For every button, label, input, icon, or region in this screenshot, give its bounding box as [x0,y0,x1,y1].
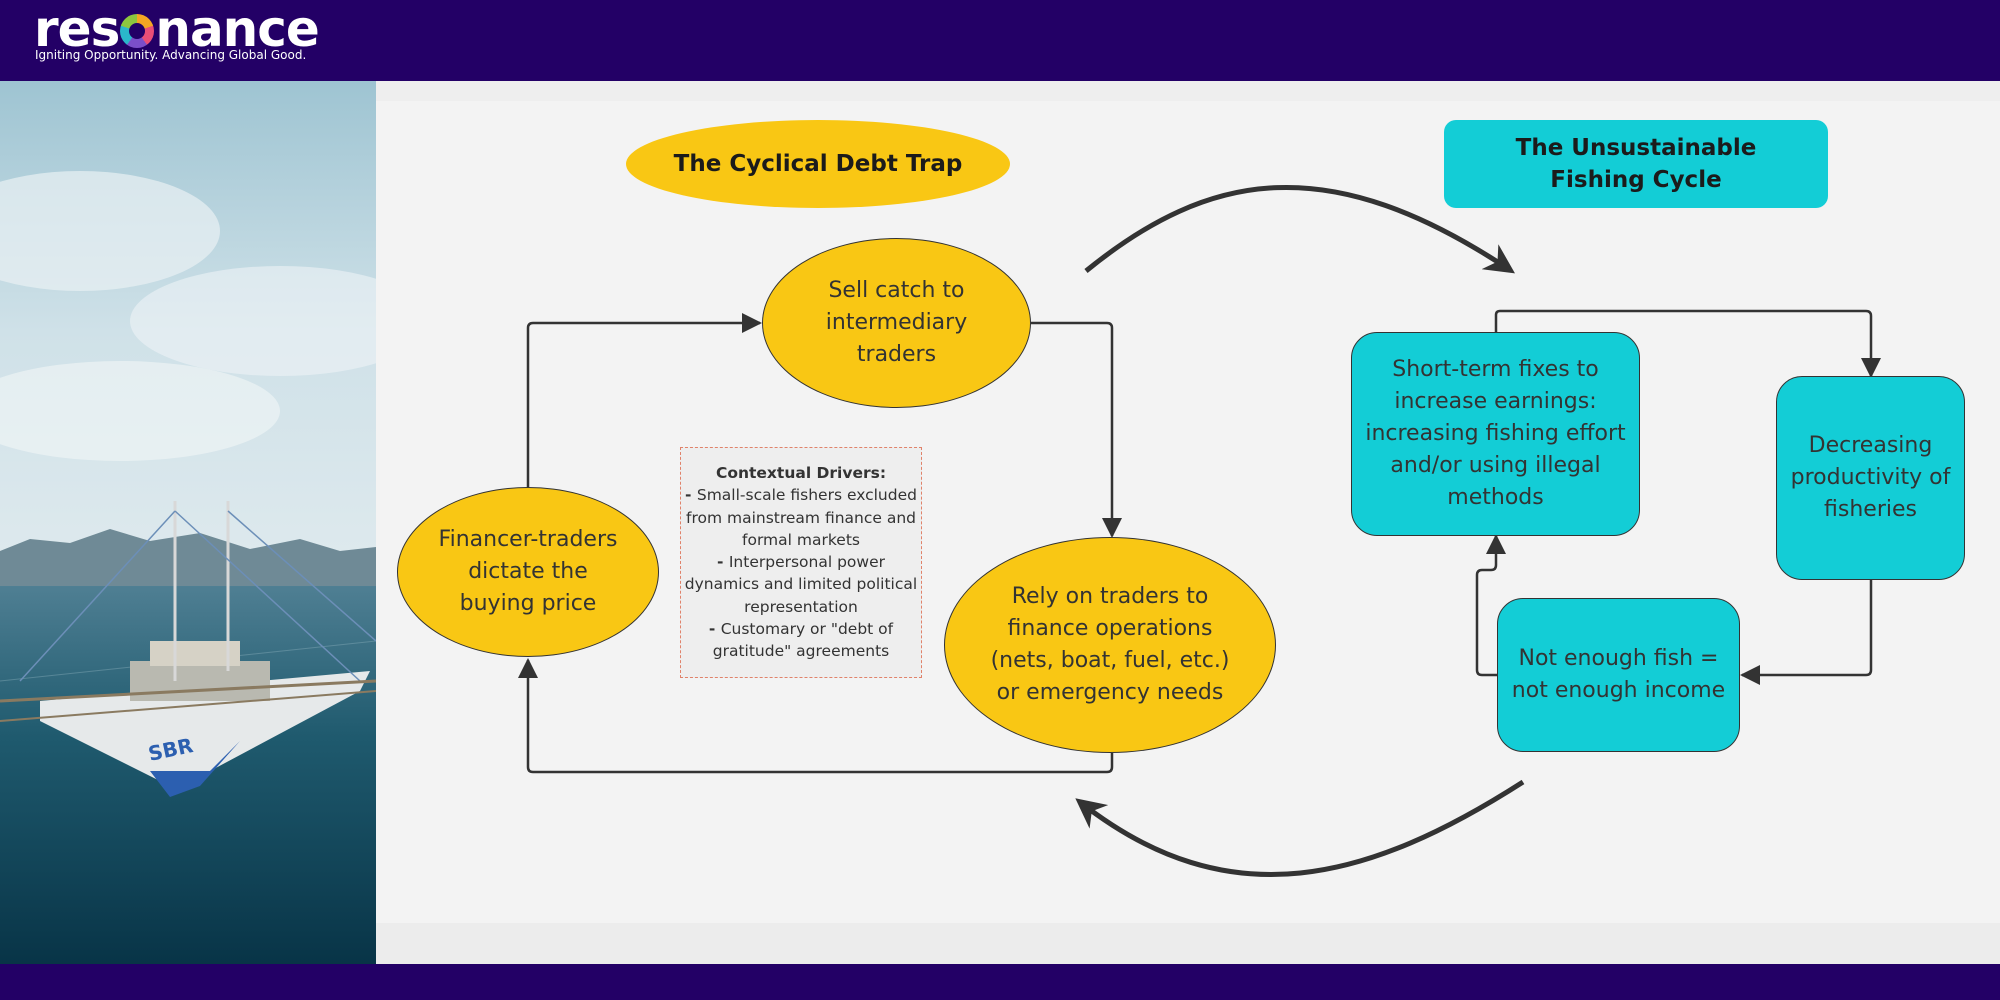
boat-photo: SBR [0,81,376,964]
arrow-decreasing-to-notenough [1740,580,1873,685]
arrow-financer-to-sell [526,313,762,487]
diagram-canvas [376,81,2000,964]
driver-item: - Small-scale fishers excluded from main… [685,486,917,549]
logo-ring-icon [120,14,155,48]
contextual-drivers-box: Contextual Drivers: - Small-scale fisher… [680,447,922,678]
curved-arrow-to-fishing-cycle [1084,184,1515,274]
arrow-sell-to-rely [1031,321,1122,538]
canvas-top-band [376,81,2000,101]
arrow-shortterm-to-decreasing [1494,309,1881,378]
footer-bar [0,964,2000,1000]
financer-traders-node: Financer-traders dictate the buying pric… [397,487,659,657]
decreasing-productivity-node: Decreasing productivity of fisheries [1776,376,1965,580]
arrow-notenough-to-shortterm [1475,534,1506,677]
arrow-rely-to-financer [518,658,1114,774]
debt-trap-title: The Cyclical Debt Trap [626,120,1010,208]
drivers-heading: Contextual Drivers: [715,464,887,482]
fishing-cycle-title: The Unsustainable Fishing Cycle [1444,120,1828,208]
canvas-bottom-band [376,923,2000,964]
not-enough-fish-node: Not enough fish = not enough income [1497,598,1740,752]
driver-item: - Customary or "debt of gratitude" agree… [708,620,894,661]
driver-item: - Interpersonal power dynamics and limit… [684,553,918,616]
curved-arrow-to-debt-trap [1075,779,1525,878]
logo-tagline: Igniting Opportunity. Advancing Global G… [35,48,307,62]
sell-catch-node: Sell catch to intermediary traders [762,238,1031,408]
rely-traders-node: Rely on traders to finance operations (n… [944,537,1276,753]
short-term-fixes-node: Short-term fixes to increase earnings: i… [1351,332,1640,536]
